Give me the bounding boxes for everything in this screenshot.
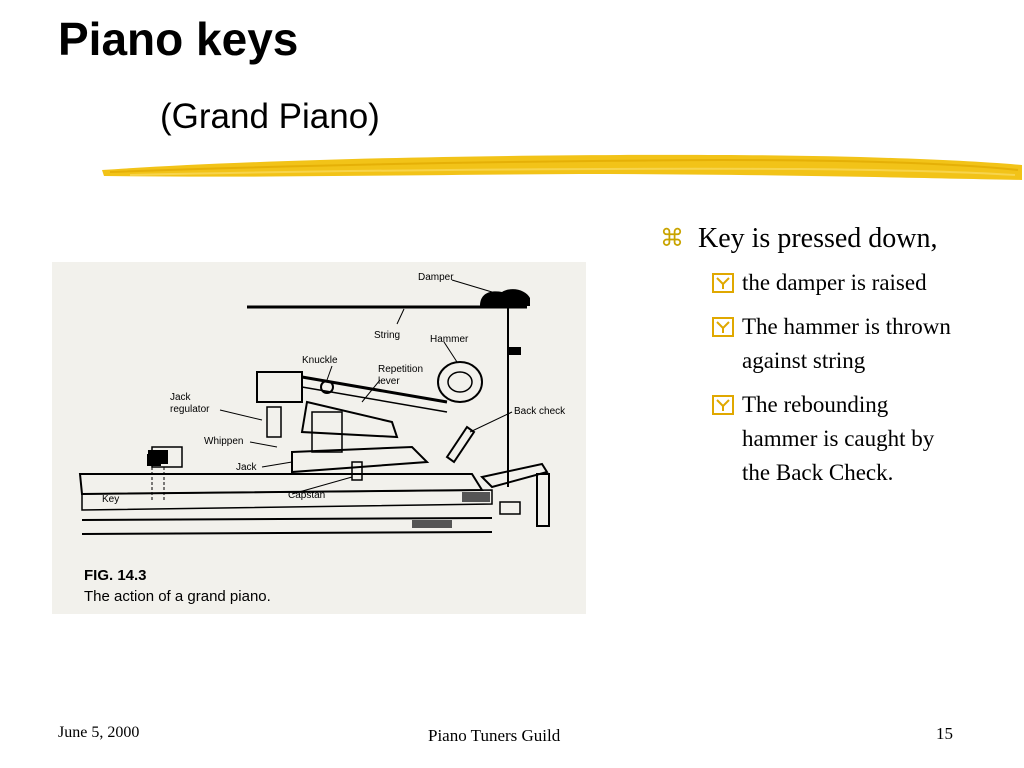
hammer-head	[437, 361, 483, 403]
sub-bullet-item: The hammer is thrown against string	[712, 310, 960, 378]
sub-bullet-text: The hammer is thrown against string	[742, 314, 951, 373]
sub-bullet-item: The rebounding hammer is caught by the B…	[712, 388, 960, 490]
figure-caption-title: FIG. 14.3	[84, 567, 147, 584]
command-icon: ⌘	[660, 226, 684, 252]
label-capstan: Capstan	[288, 490, 325, 501]
label-whippen: Whippen	[204, 436, 243, 447]
bullet-list: ⌘ Key is pressed down, the damper is rai…	[660, 222, 960, 490]
label-repetition-line2: lever	[378, 376, 400, 387]
label-string: String	[374, 330, 400, 341]
whippen-body	[291, 445, 430, 474]
slide-subtitle: (Grand Piano)	[160, 97, 380, 136]
bullet-main: ⌘ Key is pressed down,	[660, 222, 960, 256]
hammer-shank	[301, 375, 448, 404]
grand-piano-action-figure: Damper String Hammer Knuckle Repetition …	[52, 262, 586, 614]
footer-date: June 5, 2000	[58, 724, 140, 741]
sub-bullet-text: the damper is raised	[742, 270, 927, 295]
sub-bullet-item: the damper is raised	[712, 266, 960, 300]
knuckle-circle	[320, 380, 334, 394]
label-repetition-line1: Repetition	[378, 364, 423, 375]
damper-shape	[480, 289, 530, 306]
figure-caption: The action of a grand piano.	[84, 588, 271, 605]
footer-organization: Piano Tuners Guild	[428, 726, 561, 745]
slide-title: Piano keys	[58, 13, 299, 65]
page-number: 15	[936, 724, 953, 743]
label-jack: Jack	[236, 462, 258, 473]
label-hammer: Hammer	[430, 334, 469, 345]
damper-guide	[507, 347, 521, 355]
sub-bullet-text: The rebounding hammer is caught by the B…	[742, 392, 935, 485]
highlighter-stroke	[102, 154, 1022, 180]
label-jack-regulator-line1: Jack	[170, 392, 192, 403]
bullet-main-text: Key is pressed down,	[698, 223, 938, 254]
label-knuckle: Knuckle	[302, 355, 338, 366]
y-checkbox-icon	[712, 310, 742, 378]
label-key: Key	[102, 494, 119, 505]
y-checkbox-icon	[712, 266, 742, 300]
y-checkbox-icon	[712, 388, 742, 490]
capstan-block	[351, 461, 363, 481]
label-damper: Damper	[418, 272, 454, 283]
label-back-check: Back check	[514, 406, 566, 417]
back-check-shape	[445, 425, 476, 464]
piano-action-diagram: Damper String Hammer Knuckle Repetition …	[78, 272, 566, 535]
label-jack-regulator-line2: regulator	[170, 404, 210, 415]
